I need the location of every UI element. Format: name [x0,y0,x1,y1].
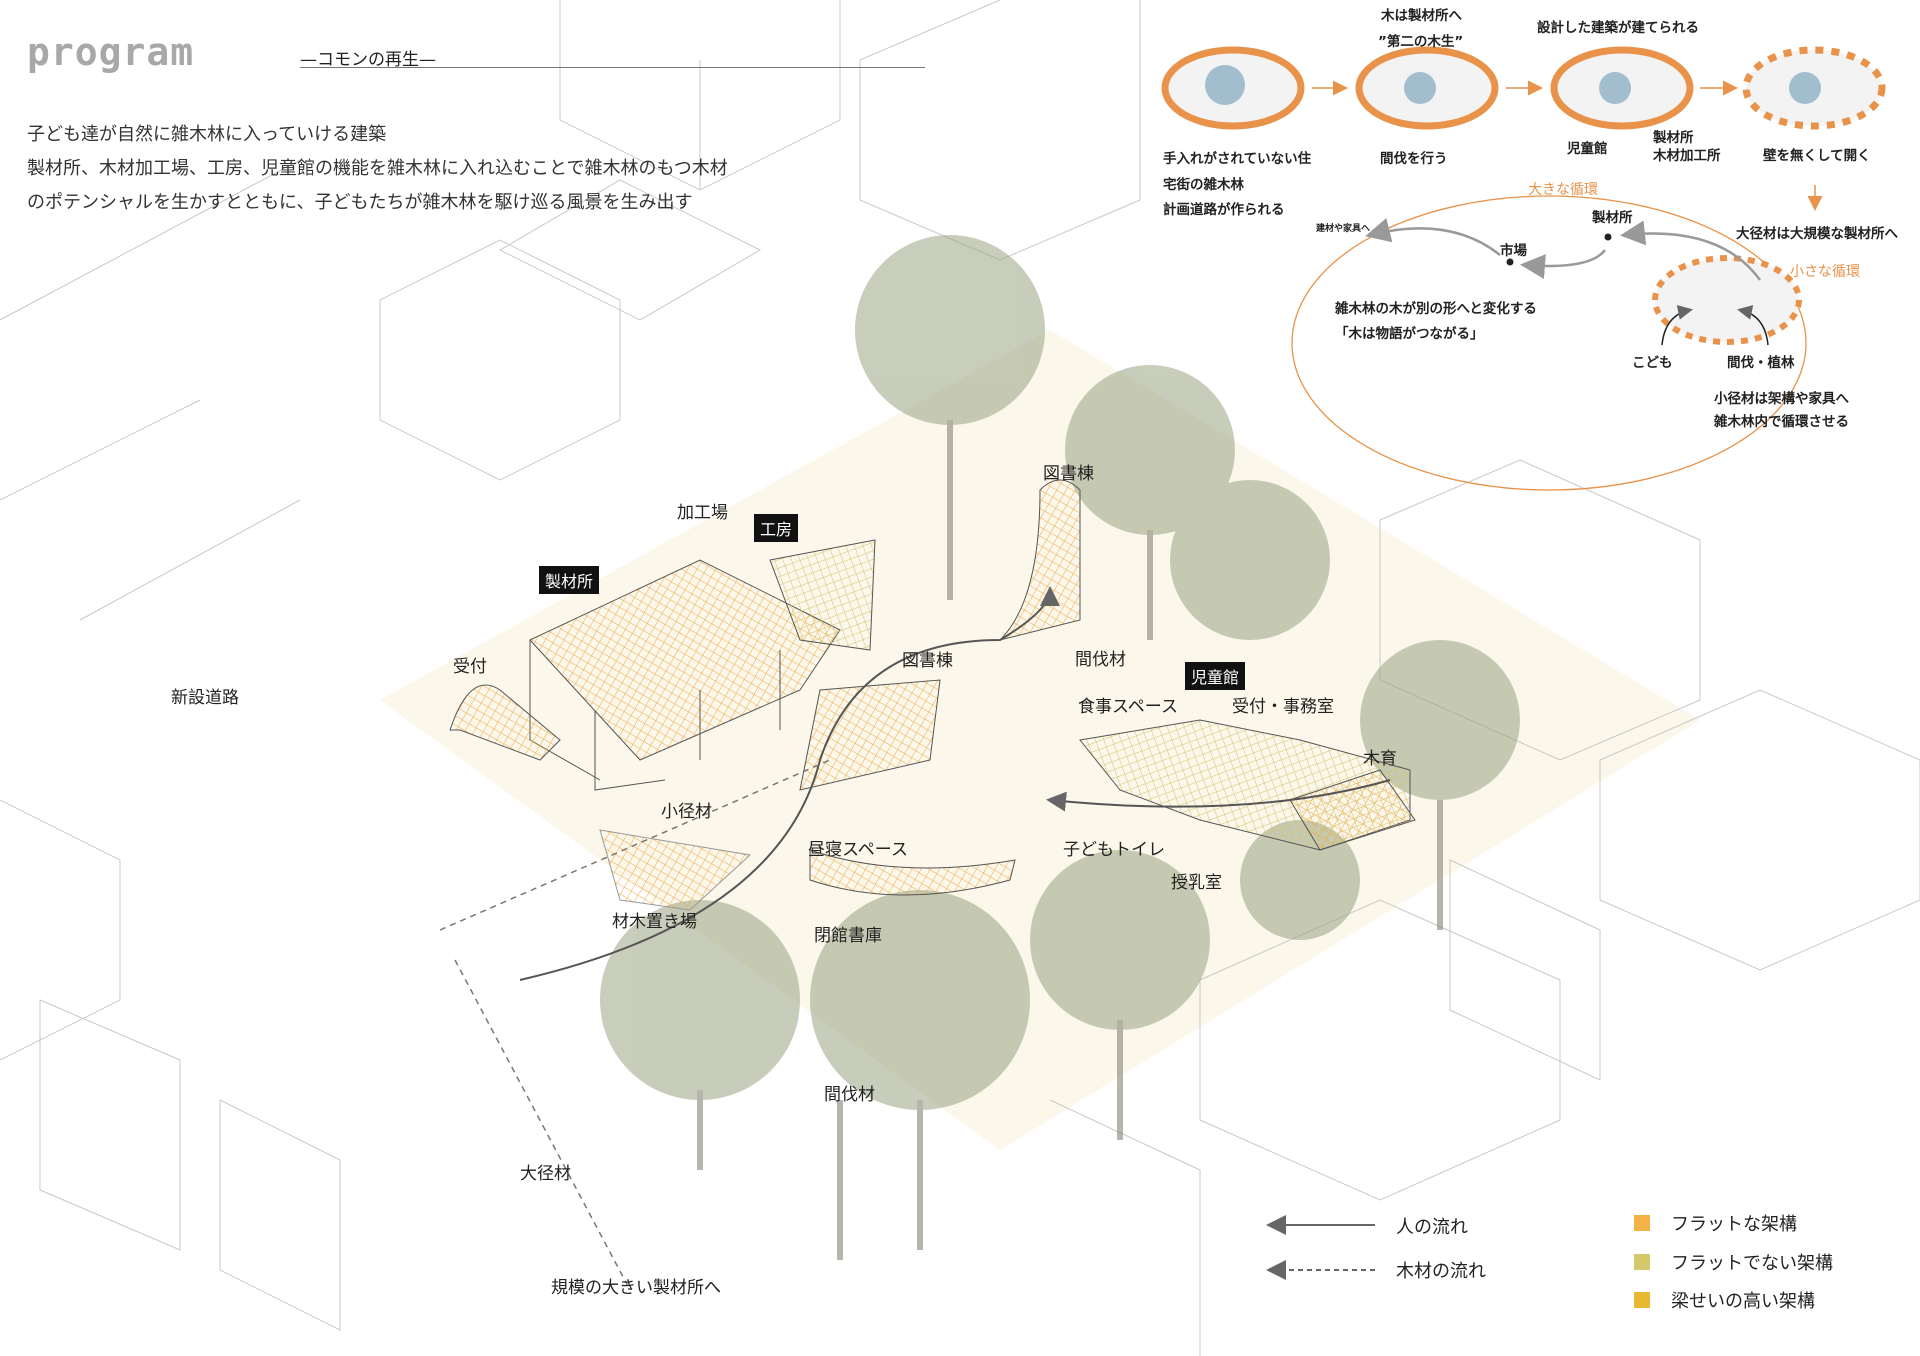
label-wood-education: 木育 [1363,749,1397,769]
label-dining: 食事スペース [1078,697,1178,717]
sawmill-roof [529,559,841,761]
process-diagrams [1161,46,1886,491]
label-new-road: 新設道路 [171,688,239,708]
description-line: のポテンシャルを生かすとともに、子どもたちが雑木林を駆け巡る風景を生み出す [27,192,693,213]
label-reception: 受付 [453,657,487,677]
step2-caption: ”第二の木生” [1378,34,1464,50]
label-nursing-room: 授乳室 [1171,873,1222,893]
legend-flat-frame: フラットな架構 [1671,1214,1797,1235]
thinning-label: 間伐・植林 [1727,355,1795,371]
step3-caption: 設計した建築が建てられる [1537,20,1699,36]
site-area [380,330,1700,1150]
label-thinned-wood: 間伐材 [1075,650,1126,670]
nap-space [809,849,1016,896]
label-library-tower: 図書棟 [1043,464,1094,484]
children-label: こども [1632,355,1673,371]
step3-label-hall: 児童館 [1567,141,1608,157]
small-cycle-ellipse [1652,255,1802,345]
sawmill-walls [529,640,781,791]
legend-swatch-flat [1634,1215,1650,1231]
cycle-sawmill-label: 製材所 [1592,210,1633,226]
description-line: 製材所、木材加工場、工房、児童館の機能を雑木林に入れ込むことで雑木林のもつ木材 [27,158,728,179]
workshop-roof [769,539,876,651]
label-closed-stacks: 閉館書庫 [814,926,882,946]
legend-swatch-nonflat [1634,1254,1650,1270]
label-office: 受付・事務室 [1232,697,1334,717]
cycle-market-label: 市場 [1500,243,1527,259]
cycle-materials-label: 建材や家具へ [1316,224,1371,234]
small-cycle-label: 小さな循環 [1790,264,1860,280]
library-tower [998,479,1081,641]
small-timber-note: 雑木林内で循環させる [1714,414,1849,430]
label-kids-toilet: 子どもトイレ [1063,840,1165,860]
trees [600,235,1520,1260]
small-timber-note: 小径材は架構や家具へ [1714,391,1849,407]
label-processing: 加工場 [677,503,728,523]
page-title: program [27,30,195,74]
step3-label-mill: 木材加工所 [1653,148,1721,164]
legend-swatch-deep-beam [1634,1292,1650,1308]
big-cycle-label: 大きな循環 [1528,182,1598,198]
label-nap-space: 昼寝スペース [808,840,908,860]
label-sawmill: 製材所 [539,566,600,594]
legend-people-flow: 人の流れ [1396,1217,1468,1238]
legend-nonflat-frame: フラットでない架構 [1671,1253,1833,1274]
library-roof [799,679,941,791]
label-thinned-wood-2: 間伐材 [824,1085,875,1105]
step1-label: 手入れがされていない住 [1163,151,1312,167]
step2-label: 間伐を行う [1380,151,1448,167]
step1-label: 計画道路が作られる [1163,202,1285,218]
timber-yard [599,829,752,911]
people-flow-path [519,586,1060,981]
page-subtitle: —コモンの再生— [300,50,436,70]
label-library: 図書棟 [902,651,953,671]
title-divider [300,67,925,68]
description-line: 子ども達が自然に雑木林に入っていける建築 [27,124,387,145]
reception [449,684,561,761]
step4-label: 壁を無くして開く [1763,148,1871,164]
label-small-timber: 小径材 [661,802,712,822]
label-workshop: 工房 [754,514,799,542]
large-timber-note: 大径材は大規模な製材所へ [1736,226,1898,242]
legend-wood-flow: 木材の流れ [1396,1261,1486,1282]
label-childrens-hall: 児童館 [1185,662,1246,690]
transform-note: 「木は物語がつながる」 [1335,326,1484,342]
step1-label: 宅街の雑木林 [1163,177,1244,193]
label-large-timber: 大径材 [520,1164,571,1184]
label-to-large-sawmill: 規模の大きい製材所へ [551,1278,721,1298]
label-timber-yard: 材木置き場 [612,912,697,932]
transform-note: 雑木林の木が別の形へと変化する [1335,301,1537,317]
wood-flow-path [439,759,831,1291]
step2-caption: 木は製材所へ [1381,8,1462,24]
step3-label-mill: 製材所 [1653,130,1694,146]
big-cycle-ellipse [1291,195,1807,491]
legend-deep-beam-frame: 梁せいの高い架構 [1671,1291,1815,1312]
